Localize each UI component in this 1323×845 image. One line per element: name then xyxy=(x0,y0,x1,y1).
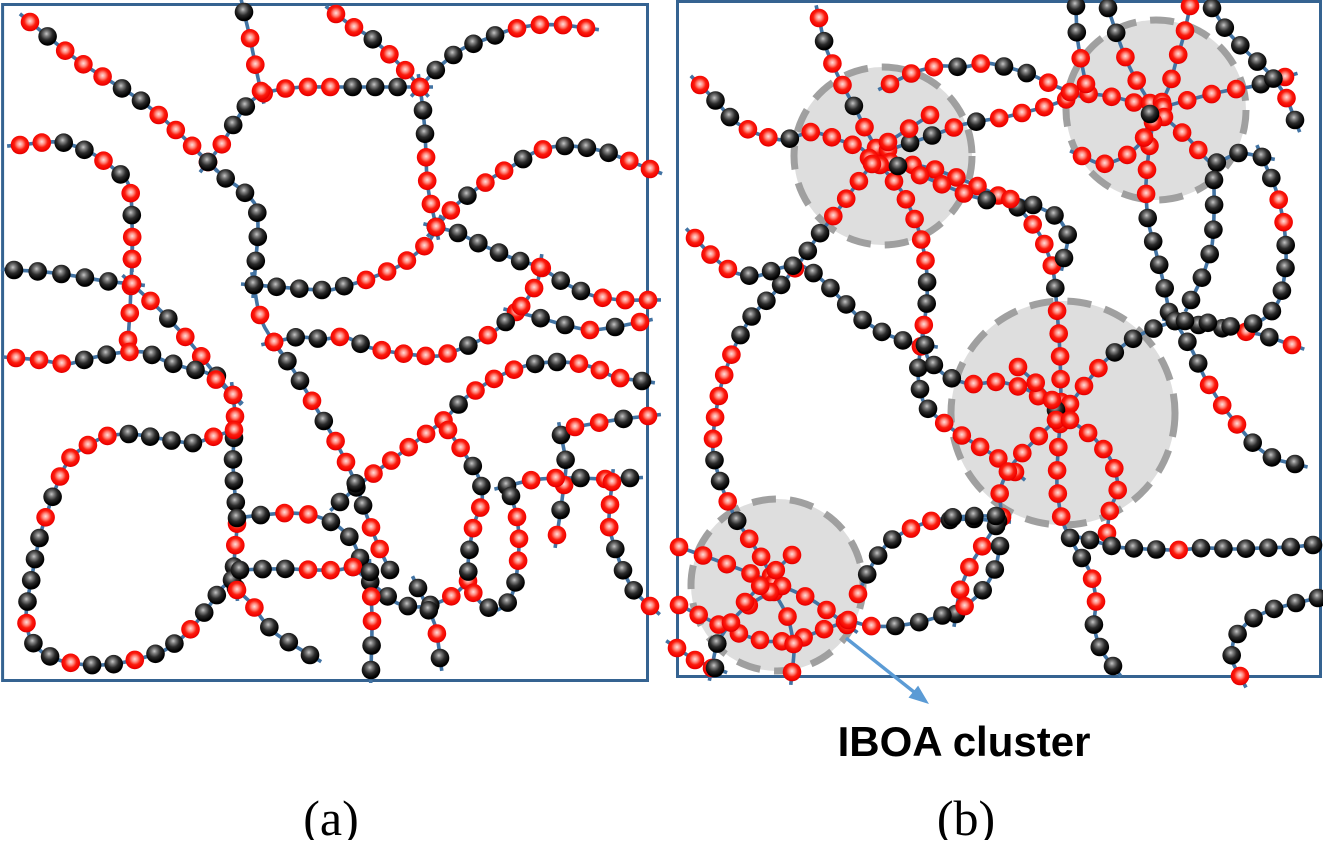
svg-text:IBOA cluster: IBOA cluster xyxy=(838,718,1091,765)
svg-text:(b): (b) xyxy=(937,790,995,840)
svg-text:(a): (a) xyxy=(303,790,359,840)
